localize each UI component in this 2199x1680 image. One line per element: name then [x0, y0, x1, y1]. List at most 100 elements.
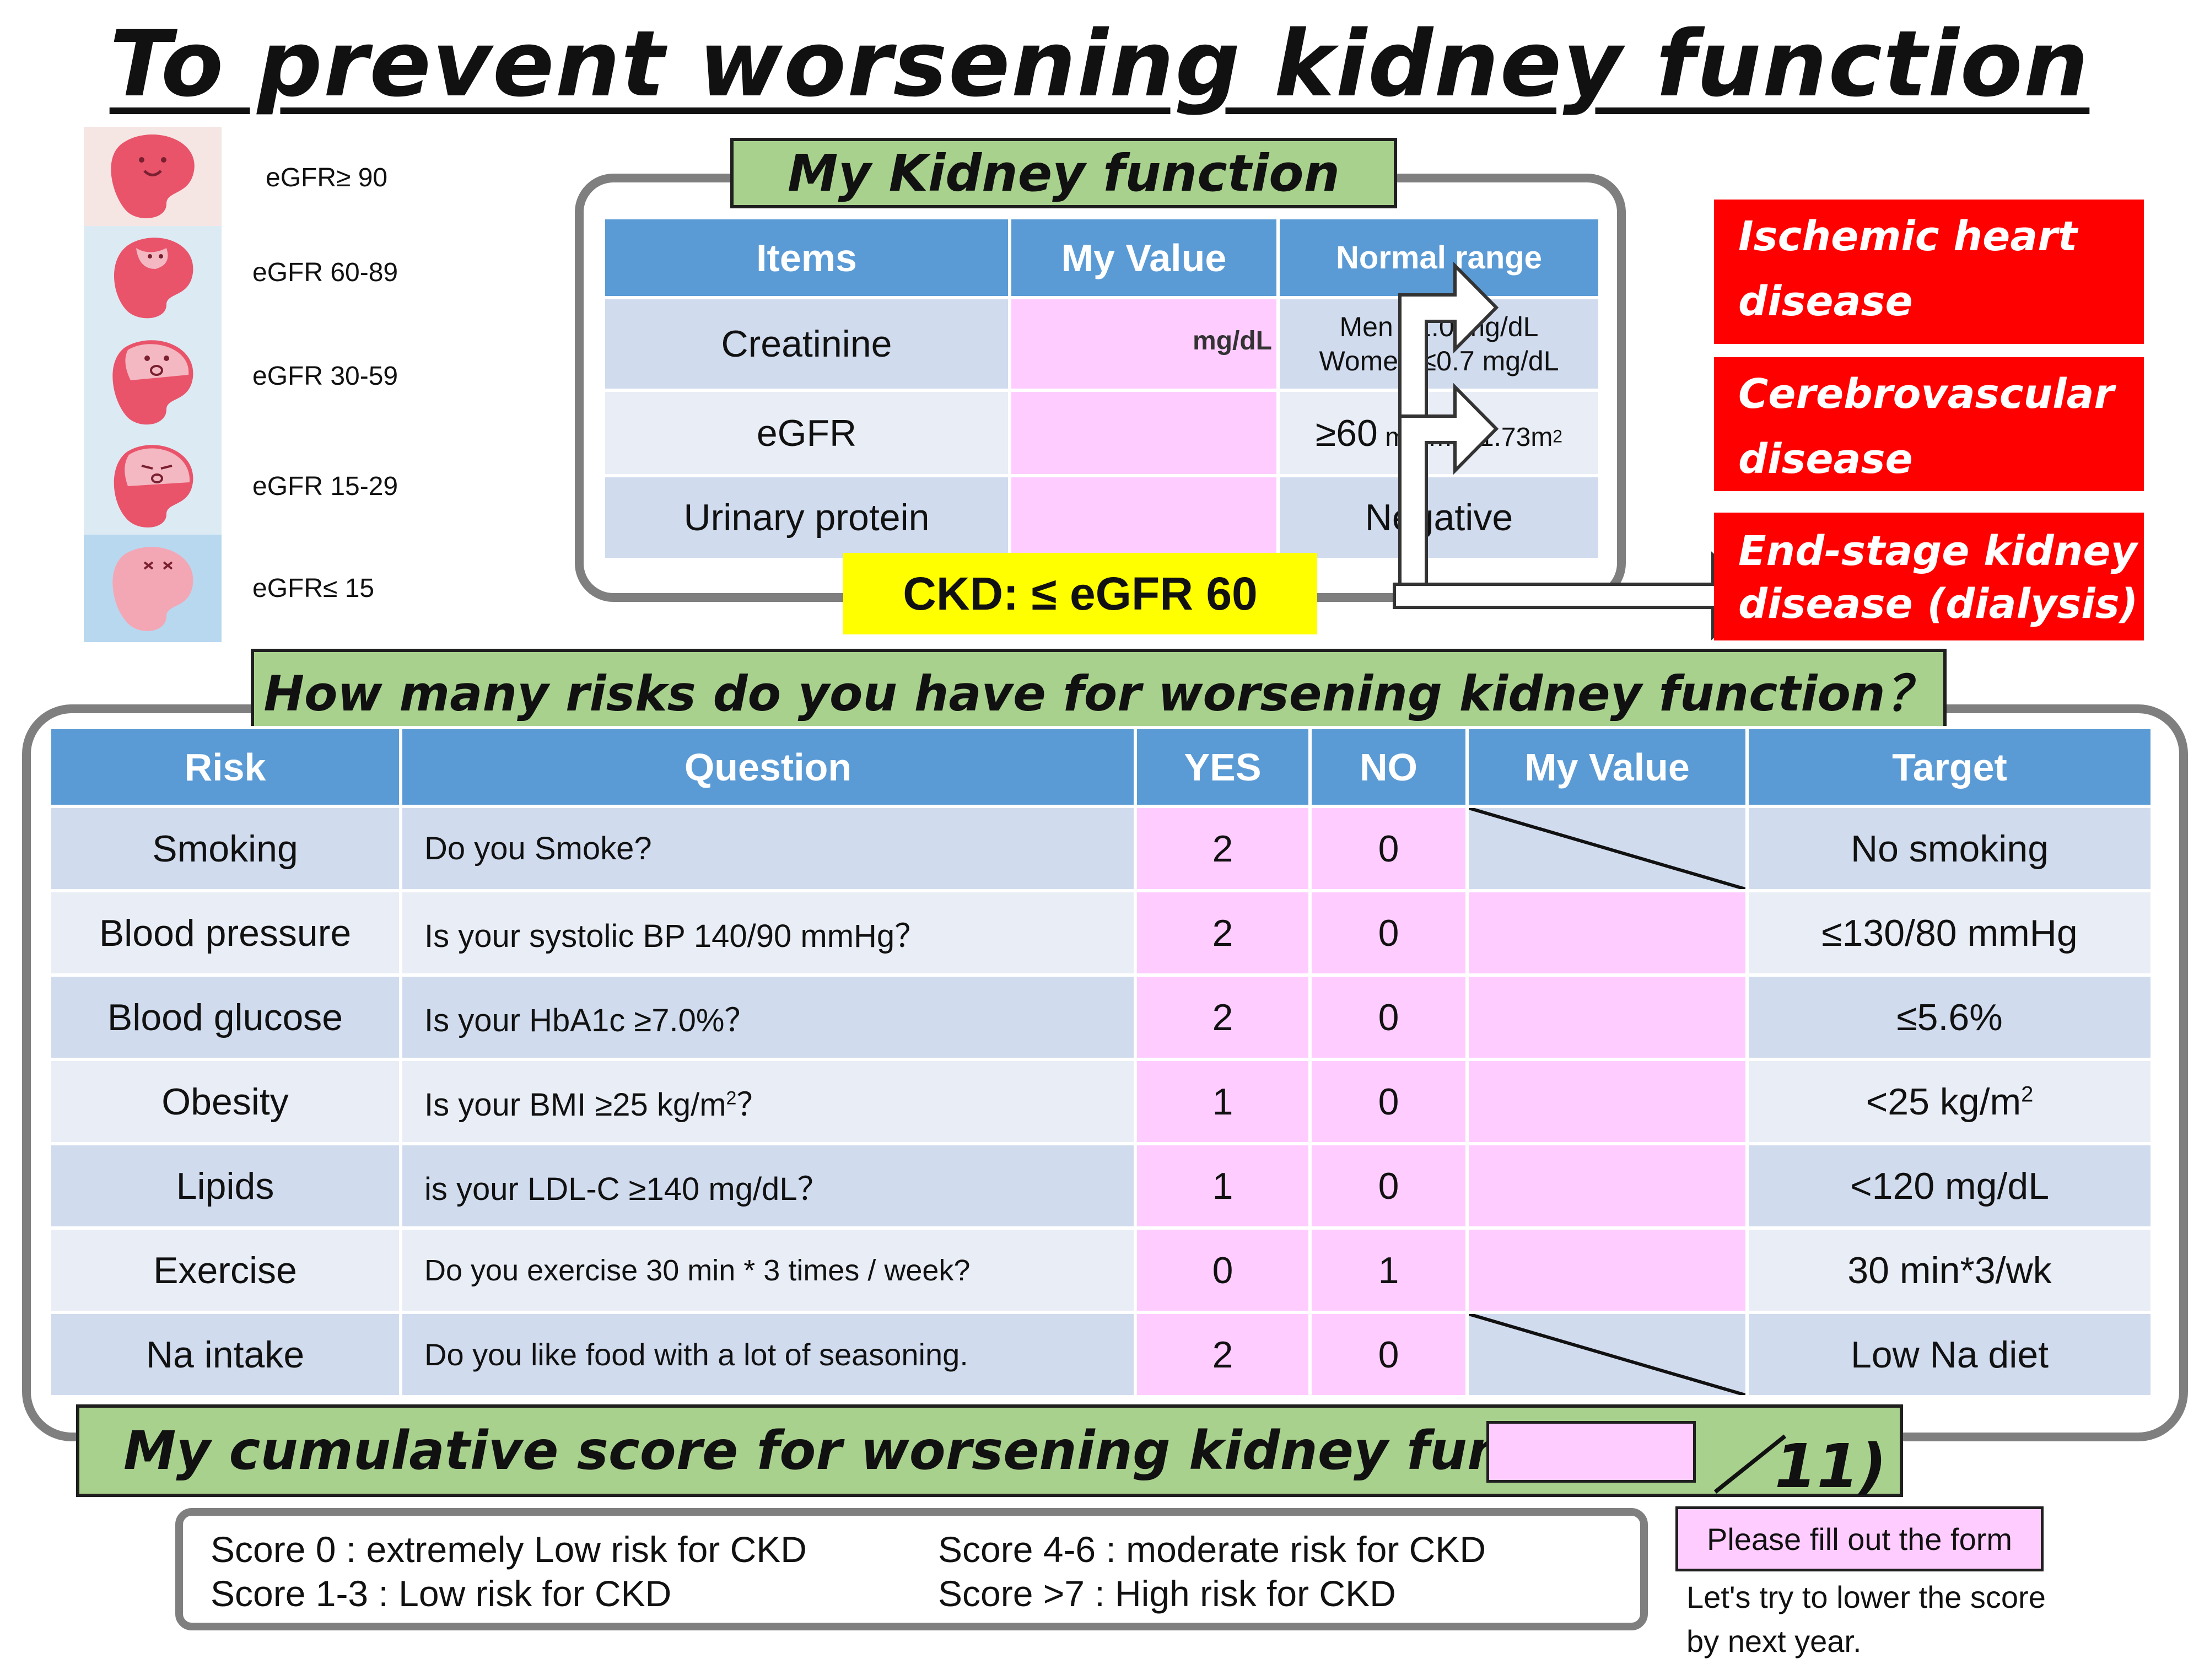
kidney-icon	[114, 238, 193, 319]
risk-cell: Lipids	[48, 1142, 402, 1230]
table-row: Lipids is your LDL-C ≥140 mg/dL？ 1 0 <12…	[48, 1142, 2154, 1230]
question-cell: Is your systolic BP 140/90 mmHg？	[399, 889, 1137, 977]
range-line: Women ≤0.7 mg/dL	[1319, 346, 1559, 376]
fill-out-note: Please fill out the form	[1675, 1506, 2044, 1571]
stage-tile	[84, 435, 222, 535]
cumulative-score-input[interactable]	[1486, 1421, 1696, 1483]
outcome-ischemic-heart: Ischemic heart disease	[1714, 200, 2144, 344]
table-row: Smoking Do you Smoke? 2 0 No smoking	[48, 805, 2154, 892]
yes-score-cell[interactable]: 1	[1134, 1142, 1312, 1230]
question-tail: ？	[736, 1086, 769, 1123]
col-header: My Value	[1008, 216, 1280, 299]
score-label: My cumulative score for worsening kidney…	[123, 1420, 1654, 1482]
question-cell: Do you exercise 30 min * 3 times / week?	[399, 1226, 1137, 1314]
stage-label: eGFR 15-29	[252, 472, 398, 501]
target-cell: No smoking	[1745, 805, 2154, 892]
outcome-line: disease	[1738, 435, 1913, 483]
target-cell: 30 min*3/wk	[1745, 1226, 2154, 1314]
table-row: Na intake Do you like food with a lot of…	[48, 1311, 2154, 1398]
score-legend: Score 0 : extremely Low risk for CKD Sco…	[175, 1508, 1648, 1630]
outcome-cerebrovascular: Cerebrovascular disease	[1714, 357, 2144, 491]
yes-score-cell[interactable]: 2	[1134, 1311, 1312, 1398]
col-header: NO	[1308, 726, 1469, 808]
stage-tile	[84, 226, 222, 325]
target-cell: <120 mg/dL	[1745, 1142, 2154, 1230]
stage-tile	[84, 535, 222, 642]
no-score-cell[interactable]: 1	[1308, 1226, 1469, 1314]
question-cell: Do you like food with a lot of seasoning…	[399, 1311, 1137, 1398]
outcome-line: Ischemic heart	[1738, 213, 2078, 260]
no-score-cell[interactable]: 0	[1308, 973, 1469, 1061]
arrow-icon	[1393, 261, 1736, 640]
creatinine-input[interactable]: mg/dL	[1008, 296, 1280, 392]
col-header: Target	[1745, 726, 2154, 808]
stage-label: eGFR 60-89	[252, 258, 398, 287]
sick-kidney-icon	[112, 547, 193, 631]
item-cell: eGFR	[602, 389, 1011, 477]
worried-kidney-icon	[112, 340, 193, 425]
outcome-line: disease	[1738, 278, 1913, 325]
yes-score-cell[interactable]: 2	[1134, 973, 1312, 1061]
col-header: Risk	[48, 726, 402, 808]
yes-score-cell[interactable]: 0	[1134, 1226, 1312, 1314]
question-text: Is your BMI ≥25 kg/m	[424, 1086, 726, 1123]
stage-label: eGFR≤ 15	[252, 574, 375, 603]
no-score-cell[interactable]: 0	[1308, 805, 1469, 892]
outcome-line: Cerebrovascular	[1738, 370, 2115, 418]
risk-table: Risk Question YES NO My Value Target Smo…	[48, 726, 2154, 1398]
egfr-input[interactable]	[1008, 389, 1280, 477]
yes-score-cell[interactable]: 2	[1134, 889, 1312, 977]
kidney-function-header: My Kidney function	[730, 138, 1397, 208]
stage-tile	[84, 325, 222, 435]
question-cell: is your LDL-C ≥140 mg/dL？	[399, 1142, 1137, 1230]
item-cell: Creatinine	[602, 296, 1011, 392]
range-sup: 2	[1553, 426, 1563, 446]
question-cell: Is your BMI ≥25 kg/m2？	[399, 1058, 1137, 1145]
col-header: Normal range	[1276, 216, 1602, 299]
col-header: YES	[1134, 726, 1312, 808]
stage-label: eGFR 30-59	[252, 362, 398, 391]
risk-cell: Na intake	[48, 1311, 402, 1398]
no-score-cell[interactable]: 0	[1308, 1142, 1469, 1230]
col-header: Question	[399, 726, 1137, 808]
note-line: by next year.	[1686, 1624, 1862, 1659]
happy-kidney-icon	[111, 134, 195, 219]
my-value-input[interactable]	[1465, 973, 1749, 1061]
item-cell: Urinary protein	[602, 474, 1011, 561]
outcome-end-stage-kidney: End-stage kidney disease (dialysis)	[1714, 513, 2144, 640]
question-cell: Do you Smoke?	[399, 805, 1137, 892]
stage-label: eGFR≥ 90	[266, 163, 388, 192]
no-score-cell[interactable]: 0	[1308, 1311, 1469, 1398]
urinary-protein-input[interactable]	[1008, 474, 1280, 561]
my-value-input[interactable]	[1465, 889, 1749, 977]
my-value-input[interactable]	[1465, 1226, 1749, 1314]
risk-cell: Exercise	[48, 1226, 402, 1314]
table-row: Blood glucose Is your HbA1c ≥7.0%？ 2 0 ≤…	[48, 973, 2154, 1061]
stage-tile	[84, 127, 222, 226]
target-sup: 2	[2021, 1081, 2034, 1106]
target-cell: <25 kg/m2	[1745, 1058, 2154, 1145]
no-score-cell[interactable]: 0	[1308, 889, 1469, 977]
outcome-line: End-stage kidney	[1738, 527, 2137, 575]
score-total: ／11)	[1714, 1431, 1887, 1501]
question-sup: 2	[726, 1087, 737, 1109]
page-title: To prevent worsening kidney function	[109, 11, 2090, 117]
legend-line: Score 4-6 : moderate risk for CKD	[938, 1529, 1486, 1570]
yes-score-cell[interactable]: 1	[1134, 1058, 1312, 1145]
my-value-na-cell	[1465, 1311, 1749, 1398]
legend-line: Score 1-3 : Low risk for CKD	[211, 1573, 672, 1614]
sad-kidney-icon	[114, 445, 193, 528]
risk-cell: Smoking	[48, 805, 402, 892]
target-cell: Low Na diet	[1745, 1311, 2154, 1398]
risk-cell: Blood pressure	[48, 889, 402, 977]
target-cell: ≤130/80 mmHg	[1745, 889, 2154, 977]
my-value-input[interactable]	[1465, 1058, 1749, 1145]
outcome-line: disease (dialysis)	[1738, 580, 2138, 628]
no-score-cell[interactable]: 0	[1308, 1058, 1469, 1145]
table-row: Exercise Do you exercise 30 min * 3 time…	[48, 1226, 2154, 1314]
my-value-na-cell	[1465, 805, 1749, 892]
kidney-function-table: Items My Value Normal range Creatinine m…	[602, 216, 1602, 561]
my-value-input[interactable]	[1465, 1142, 1749, 1230]
yes-score-cell[interactable]: 2	[1134, 805, 1312, 892]
outcome-arrows	[1393, 261, 1736, 640]
